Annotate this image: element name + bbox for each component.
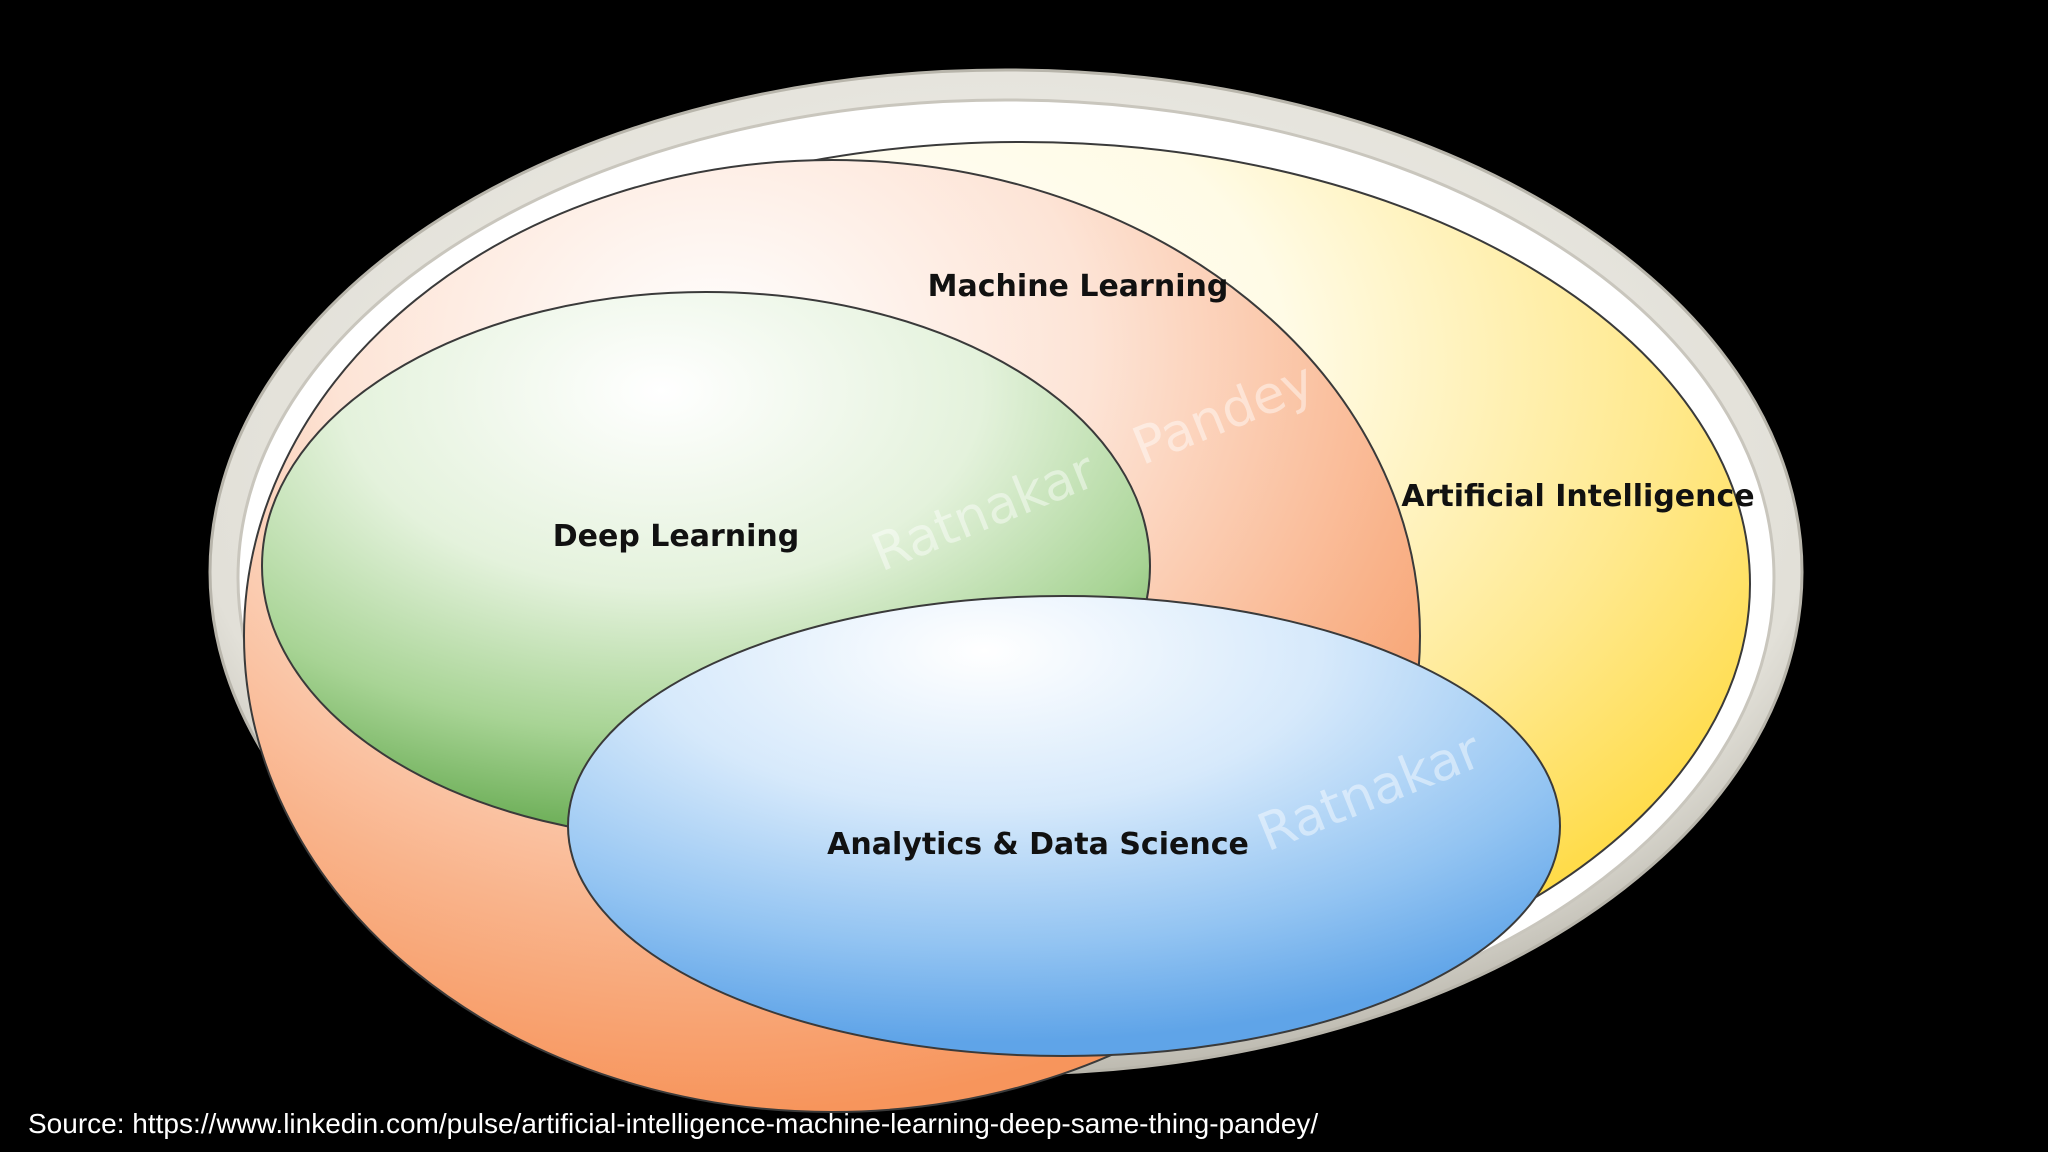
analytics-data-science-label: Analytics & Data Science — [827, 827, 1249, 862]
artificial-intelligence-label: Artificial Intelligence — [1401, 479, 1754, 514]
analytics-data-science-region — [567, 595, 1561, 1057]
source-caption: Source: https://www.linkedin.com/pulse/a… — [28, 1108, 1319, 1139]
deep-learning-label: Deep Learning — [553, 519, 800, 554]
machine-learning-label: Machine Learning — [928, 269, 1229, 304]
